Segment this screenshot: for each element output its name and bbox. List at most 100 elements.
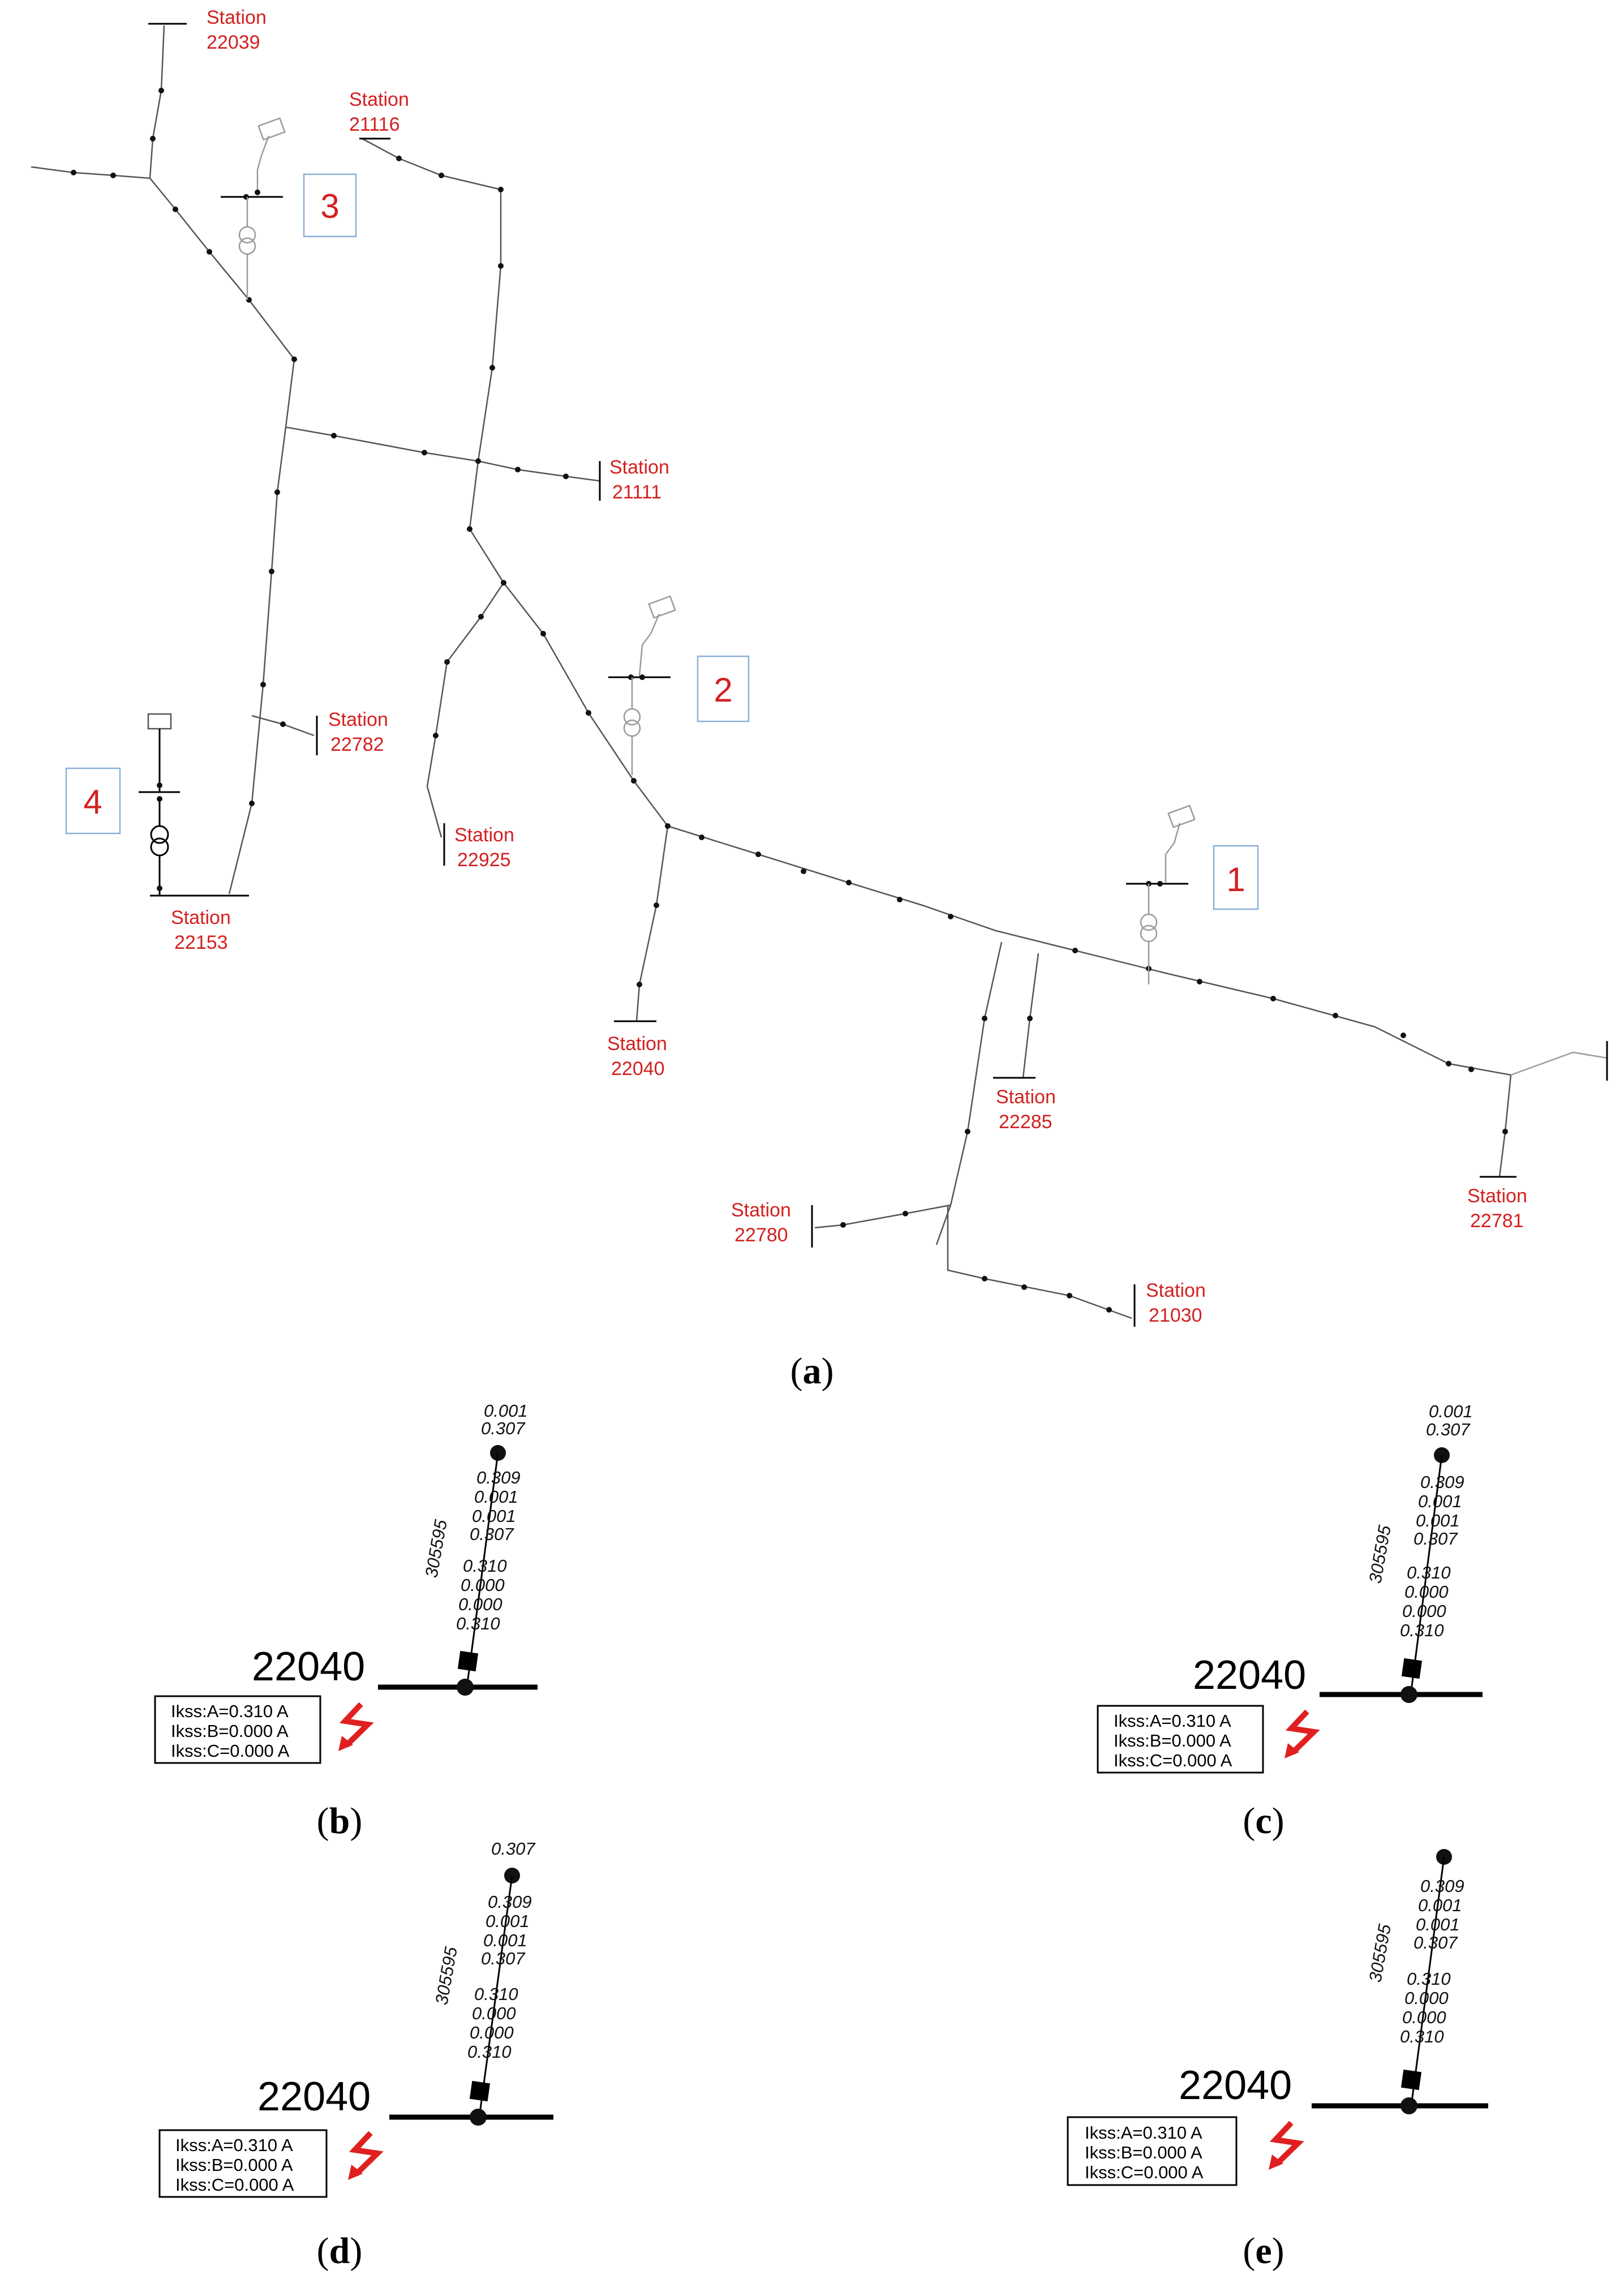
value: 0.000: [1402, 2007, 1446, 2027]
value: 0.000: [1404, 1988, 1449, 2008]
source-number-box: [697, 655, 750, 723]
node: [628, 674, 634, 680]
ikss-b: Ikss:B=0.000 A: [1085, 2143, 1202, 2162]
node: [478, 614, 484, 620]
node: [71, 170, 76, 175]
feeder-line: [947, 1205, 1132, 1319]
bus-label: 22040: [257, 2074, 371, 2119]
top-value: 0.307: [481, 1418, 526, 1438]
node: [444, 659, 450, 665]
source-number: 3: [320, 187, 339, 225]
node: [840, 1222, 846, 1228]
node: [1400, 1033, 1406, 1038]
value: 0.310: [1407, 1563, 1451, 1582]
node: [470, 2109, 487, 2126]
value: 0.001: [1416, 1511, 1460, 1530]
node: [1400, 1686, 1417, 1703]
feeder-line: [635, 825, 669, 1022]
panel-c: 0.001 0.307 0.309 0.001 0.001 0.307 0.31…: [1097, 1401, 1483, 1842]
ikss-b: Ikss:B=0.000 A: [171, 1721, 289, 1741]
value: 0.309: [1420, 1472, 1464, 1492]
fault-icon: [1269, 2121, 1304, 2166]
feeder-line: [667, 825, 1511, 1076]
top-value: 0.307: [1426, 1420, 1471, 1439]
node: [1333, 1013, 1338, 1018]
ikss-box: [1097, 1705, 1264, 1774]
ikss-box: [154, 1695, 321, 1764]
node: [1157, 881, 1163, 887]
node: [498, 187, 504, 192]
node: [846, 880, 852, 885]
node-dots: [71, 88, 1508, 1313]
value: 0.001: [483, 1930, 527, 1950]
node: [150, 136, 156, 141]
node: [475, 458, 481, 464]
line-id: 305595: [431, 1945, 461, 2007]
node: [631, 778, 637, 784]
node: [982, 1276, 987, 1281]
transformer-icon: [238, 226, 256, 244]
feeder-line: [814, 1204, 951, 1229]
fault-arrowhead: [1284, 1743, 1299, 1758]
value: 0.001: [1416, 1915, 1460, 1934]
node: [173, 207, 178, 212]
fault-icon: [1285, 1709, 1320, 1755]
node: [249, 801, 255, 806]
source-3: 3: [221, 117, 357, 300]
value: 0.310: [1400, 2027, 1444, 2046]
value: 0.309: [476, 1468, 521, 1487]
value: 0.309: [1420, 1876, 1464, 1896]
ikss-c: Ikss:C=0.000 A: [1085, 2162, 1204, 2182]
branch-line: [466, 1452, 499, 1684]
node: [269, 569, 274, 574]
ikss-b: Ikss:B=0.000 A: [1114, 1731, 1231, 1751]
source-number: 1: [1226, 861, 1245, 898]
transformer-icon: [1140, 913, 1158, 931]
panel-caption-d: (d): [317, 2230, 363, 2272]
node: [965, 1129, 970, 1134]
panel-caption-a: (a): [790, 1351, 834, 1392]
value: 0.310: [1407, 1969, 1451, 1989]
value: 0.001: [486, 1911, 530, 1931]
feeder-line: [362, 137, 505, 583]
node: [515, 467, 521, 472]
source-connection: [638, 613, 660, 677]
bus-label: 22040: [1179, 2063, 1292, 2108]
bus-label: 22040: [1193, 1653, 1306, 1698]
fault-arrowhead: [338, 1736, 353, 1751]
node: [586, 710, 591, 716]
source-number-box: [303, 173, 357, 238]
source-number: 4: [83, 783, 102, 821]
source-number-box: [65, 767, 121, 835]
line-id: 305595: [1365, 1923, 1395, 1984]
node: [110, 173, 116, 178]
transformer-icon: [238, 237, 256, 255]
value: 0.001: [1418, 1895, 1462, 1915]
breaker-icon: [469, 2080, 491, 2102]
fault-icon: [349, 2131, 384, 2177]
breaker-icon: [1401, 1658, 1423, 1679]
grid-source-icon: [257, 117, 286, 141]
grid-source-icon: [1167, 805, 1196, 828]
value: 0.000: [472, 2003, 516, 2023]
node: [637, 982, 642, 987]
panel-b: 0.001 0.307 0.309 0.001 0.001 0.307 0.31…: [154, 1401, 538, 1842]
feeder-line: [149, 25, 165, 179]
value: 0.307: [481, 1949, 526, 1968]
breaker-icon: [457, 1650, 479, 1672]
value: 0.309: [488, 1892, 532, 1912]
node: [1197, 979, 1202, 984]
value: 0.000: [1402, 1601, 1446, 1621]
transformer-icon: [1140, 924, 1158, 943]
top-value: 0.001: [1429, 1401, 1473, 1421]
node: [396, 156, 402, 161]
node: [1021, 1284, 1027, 1290]
feeder-line: [1498, 1074, 1512, 1177]
node: [280, 721, 286, 727]
node: [1027, 1016, 1033, 1021]
